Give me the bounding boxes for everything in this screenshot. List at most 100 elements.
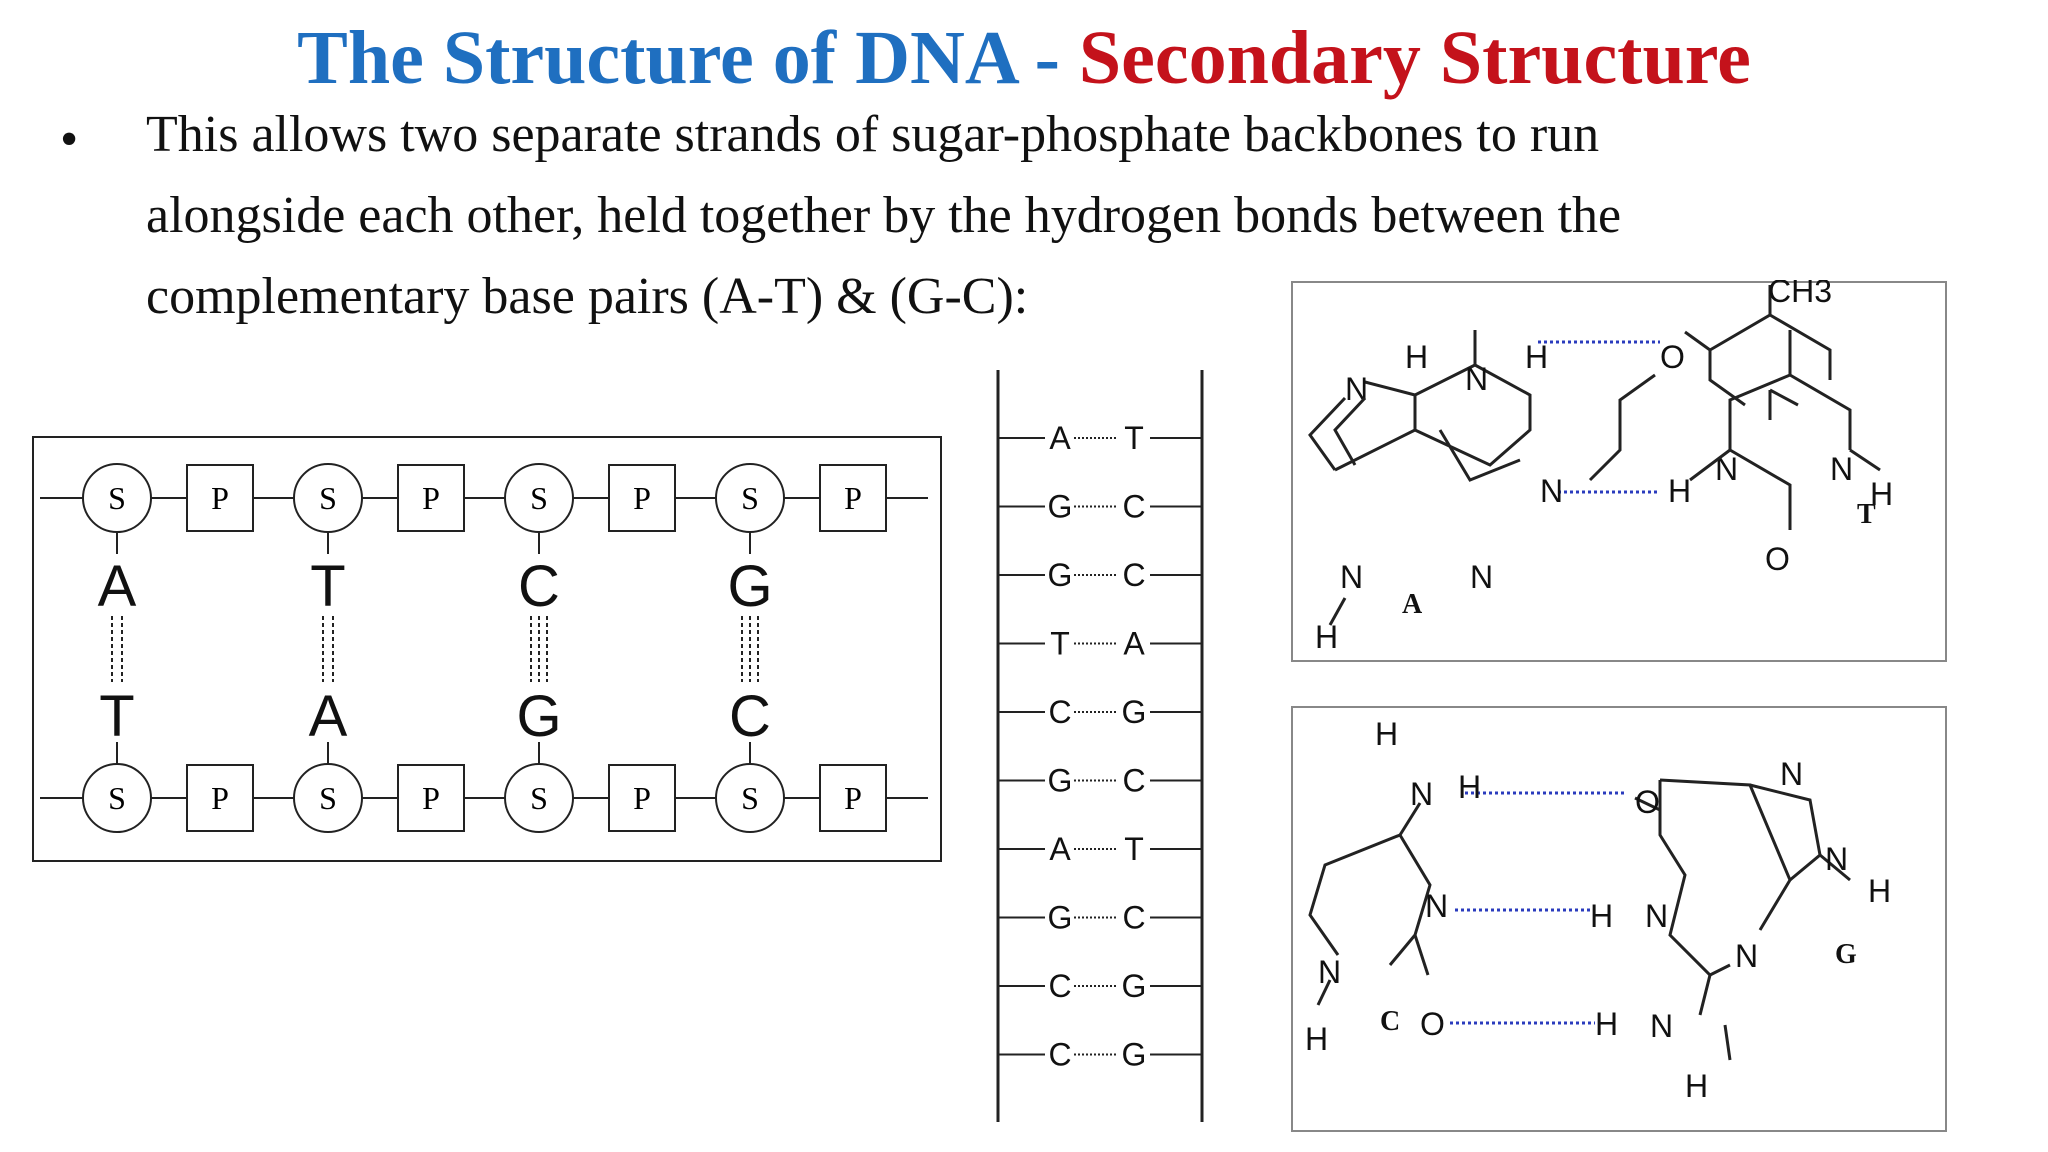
gc-atom-h9: H (1868, 873, 1891, 909)
bottom-base-4: C (729, 684, 771, 749)
rung-left-base-6: G (1048, 763, 1073, 799)
rung-right-base-4: A (1123, 626, 1145, 662)
gc-atom-h2a: H (1595, 1006, 1618, 1042)
at-atom-h-imino: H (1668, 473, 1691, 509)
gc-atom-h2b: H (1685, 1068, 1708, 1104)
body-paragraph: This allows two separate strands of suga… (146, 94, 1926, 337)
body-line-2: alongside each other, held together by t… (146, 187, 1622, 244)
top-phosphate-label-2: P (422, 480, 440, 516)
at-atom-n7: N (1345, 371, 1368, 407)
gc-cytosine-label: C (1380, 1006, 1400, 1037)
top-phosphate-2 (397, 464, 465, 532)
at-atom-n-amino: N (1465, 361, 1488, 397)
rung-left-base-7: A (1049, 831, 1071, 867)
rung-right-base-5: G (1122, 694, 1147, 730)
rung-left-base-9: C (1048, 968, 1071, 1004)
rung-right-base-2: C (1122, 489, 1145, 525)
body-line-1: This allows two separate strands of suga… (146, 106, 1600, 163)
at-atom-h-amino: H (1525, 339, 1548, 375)
gc-atom-n3g: N (1735, 938, 1758, 974)
at-atom-h1: H (1405, 339, 1428, 375)
top-base-1: A (98, 554, 137, 619)
top-sugar-label-2: S (319, 480, 337, 516)
gc-atom-h-top: H (1375, 716, 1398, 752)
gc-guanine-label: G (1835, 939, 1857, 970)
gc-atom-n4: N (1410, 776, 1433, 812)
at-atom-n3: N (1715, 451, 1738, 487)
top-phosphate-1 (186, 464, 254, 532)
gc-atom-h4: H (1458, 769, 1481, 805)
rung-left-base-10: C (1048, 1037, 1071, 1073)
rung-right-base-1: T (1124, 420, 1144, 456)
gc-atom-n7: N (1780, 756, 1803, 792)
rung-right-base-10: G (1122, 1037, 1147, 1073)
at-methyl: CH3 (1768, 280, 1832, 309)
top-base-4: G (727, 554, 772, 619)
rung-left-base-8: G (1048, 900, 1073, 936)
gc-pair-panel: H N H O N N H N N H N N H O H N H C G (1291, 706, 1947, 1132)
title-separator: - (1015, 16, 1079, 100)
slide-title: The Structure of DNA - Secondary Structu… (0, 12, 2048, 104)
bottom-phosphate-1 (186, 764, 254, 832)
gc-atom-h1c: H (1305, 1021, 1328, 1057)
at-atom-h-n1t: H (1870, 476, 1893, 512)
at-thymine-label: T (1857, 499, 1876, 530)
top-sugar-label-4: S (741, 480, 759, 516)
at-atom-n1: N (1540, 473, 1563, 509)
bottom-phosphate-label-3: P (633, 780, 651, 816)
title-part1: The Structure of DNA (297, 16, 1016, 100)
rung-left-base-4: T (1050, 626, 1070, 662)
rung-right-base-6: C (1122, 763, 1145, 799)
gc-atom-n1c: N (1318, 954, 1341, 990)
at-atom-n9: N (1340, 559, 1363, 595)
rung-left-base-5: C (1048, 694, 1071, 730)
bottom-phosphate-label-2: P (422, 780, 440, 816)
top-phosphate-label-1: P (211, 480, 229, 516)
gc-atom-n2: N (1650, 1008, 1673, 1044)
at-atom-o1: O (1660, 339, 1685, 375)
gc-atom-n3: N (1425, 888, 1448, 924)
bullet-point: • (60, 111, 79, 168)
top-phosphate-label-3: P (633, 480, 651, 516)
rung-right-base-7: T (1124, 831, 1144, 867)
at-pair-panel: H N H O CH3 N N H N N H N N H O A T (1291, 280, 1947, 662)
rung-left-base-1: A (1049, 420, 1071, 456)
at-atom-o2: O (1765, 541, 1790, 577)
top-sugar-label-1: S (108, 480, 126, 516)
rung-right-base-9: G (1122, 968, 1147, 1004)
bottom-phosphate-label-1: P (211, 780, 229, 816)
at-atom-n3a: N (1470, 559, 1493, 595)
at-adenine-label: A (1402, 589, 1423, 620)
bottom-phosphate-3 (608, 764, 676, 832)
gc-atom-n9: N (1825, 841, 1848, 877)
rung-left-base-3: G (1048, 557, 1073, 593)
gc-atom-n1: N (1645, 898, 1668, 934)
top-phosphate-3 (608, 464, 676, 532)
gc-atom-o2: O (1420, 1006, 1445, 1042)
at-atom-n1t: N (1830, 451, 1853, 487)
bottom-phosphate-4 (819, 764, 887, 832)
top-sugar-label-3: S (530, 480, 548, 516)
bottom-sugar-label-1: S (108, 780, 126, 816)
bottom-base-1: T (99, 684, 134, 749)
rung-right-base-3: C (1122, 557, 1145, 593)
gc-atom-h1: H (1590, 898, 1613, 934)
at-atom-h9: H (1315, 619, 1338, 655)
top-base-3: C (518, 554, 560, 619)
top-phosphate-label-4: P (844, 480, 862, 516)
title-part2: Secondary Structure (1078, 16, 1751, 100)
body-line-3: complementary base pairs (A-T) & (G-C): (146, 268, 1029, 325)
bottom-base-2: A (309, 684, 348, 749)
rung-right-base-8: C (1122, 900, 1145, 936)
bottom-phosphate-2 (397, 764, 465, 832)
rung-left-base-2: G (1048, 489, 1073, 525)
gc-atom-o6: O (1635, 784, 1660, 820)
bottom-sugar-label-3: S (530, 780, 548, 816)
bottom-sugar-label-4: S (741, 780, 759, 816)
top-phosphate-4 (819, 464, 887, 532)
bottom-phosphate-label-4: P (844, 780, 862, 816)
bottom-sugar-label-2: S (319, 780, 337, 816)
top-base-2: T (310, 554, 345, 619)
